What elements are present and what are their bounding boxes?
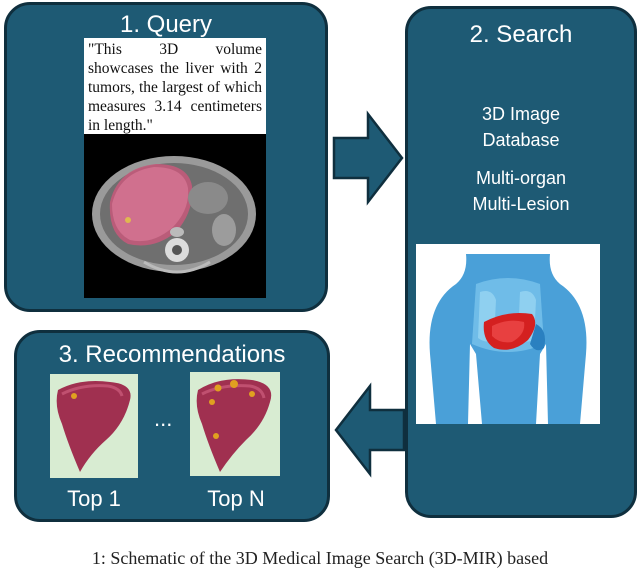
query-text: "This 3D volume showcases the liver with…	[84, 38, 266, 134]
anatomy-image	[416, 244, 600, 424]
result-top-1-image	[50, 374, 138, 478]
anatomy-drawing	[416, 244, 600, 424]
arrow-left-icon	[334, 382, 406, 478]
top-1-label: Top 1	[67, 486, 121, 511]
search-title: 2. Search	[469, 21, 573, 48]
db-line-1: 3D Image	[481, 104, 561, 124]
db-line-4: Multi-Lesion	[472, 194, 570, 214]
ellipsis-text: ...	[154, 406, 173, 431]
db-line-3: Multi-organ	[475, 168, 567, 188]
result-top-n-image	[190, 372, 280, 476]
recommendations-title: 3. Recommendations	[58, 341, 286, 368]
caption-fragment: 1: Schematic of the 3D Medical Image Sea…	[91, 548, 549, 568]
ct-scan-image	[84, 134, 266, 298]
liver-n-drawing	[196, 379, 272, 472]
liver-1-drawing	[56, 381, 131, 472]
query-title: 1. Query	[119, 11, 213, 38]
ct-scan-drawing	[84, 134, 266, 298]
arrow-right-icon	[332, 110, 404, 206]
db-line-2: Database	[482, 130, 560, 150]
top-n-label: Top N	[207, 486, 265, 511]
